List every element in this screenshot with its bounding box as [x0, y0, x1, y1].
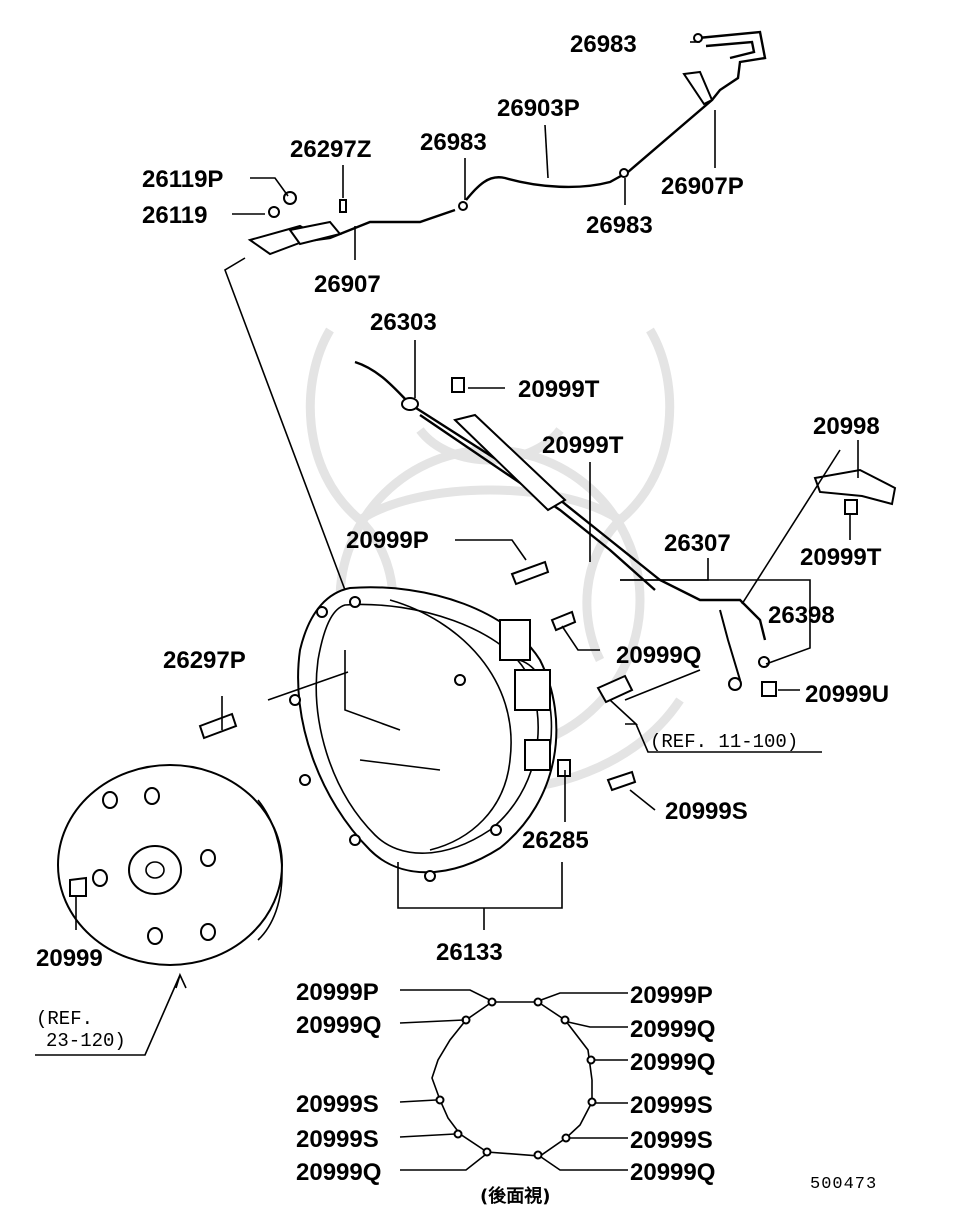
- ref-11-100: (REF. 11-100): [650, 731, 798, 753]
- label-20999S: 20999S: [665, 798, 748, 825]
- label-20999: 20999: [36, 945, 103, 972]
- label-26907: 26907: [314, 271, 381, 298]
- label-26398: 26398: [768, 602, 835, 629]
- rear-right-label-4: 20999S: [630, 1092, 713, 1119]
- label-20998: 20998: [813, 413, 880, 440]
- ref-23-120-line1: (REF.: [36, 1008, 93, 1030]
- label-20999T-bracket: 20999T: [800, 544, 882, 571]
- rear-left-label-1: 20999P: [296, 979, 379, 1006]
- label-20999Q: 20999Q: [616, 642, 701, 669]
- label-26983-top: 26983: [570, 31, 637, 58]
- label-26303: 26303: [370, 309, 437, 336]
- label-26903P: 26903P: [497, 95, 580, 122]
- rear-right-label-6: 20999Q: [630, 1159, 715, 1186]
- label-26297Z: 26297Z: [290, 136, 371, 163]
- rear-view-bolt-layout: 20999P 20999Q 20999S 20999S 20999Q 20999…: [296, 979, 715, 1207]
- label-20999P: 20999P: [346, 527, 429, 554]
- rear-left-label-5: 20999Q: [296, 1159, 381, 1186]
- label-26983-left: 26983: [420, 129, 487, 156]
- label-20999T-middle: 20999T: [542, 432, 624, 459]
- rear-right-label-1: 20999P: [630, 982, 713, 1009]
- cooler-pipe-assembly: [247, 30, 767, 256]
- label-26983-right: 26983: [586, 212, 653, 239]
- rear-left-label-4: 20999S: [296, 1126, 379, 1153]
- rear-right-label-5: 20999S: [630, 1127, 713, 1154]
- label-26285: 26285: [522, 827, 589, 854]
- label-26297P: 26297P: [163, 647, 246, 674]
- rear-left-label-3: 20999S: [296, 1091, 379, 1118]
- label-26133: 26133: [436, 939, 503, 966]
- rear-right-label-3: 20999Q: [630, 1049, 715, 1076]
- label-26307: 26307: [664, 530, 731, 557]
- oil-filler-tube: [354, 360, 897, 691]
- part-labels: 26983 26903P 26907P 26983 26983 26297Z 2…: [36, 31, 889, 1052]
- transmission-case: [289, 586, 558, 882]
- label-26907P: 26907P: [661, 173, 744, 200]
- drawing-code: 500473: [810, 1175, 877, 1194]
- rear-right-label-2: 20999Q: [630, 1016, 715, 1043]
- rear-left-label-2: 20999Q: [296, 1012, 381, 1039]
- torque-converter: [57, 764, 283, 966]
- label-26119: 26119: [142, 202, 207, 229]
- label-20999U: 20999U: [805, 681, 889, 708]
- rear-view-caption: (後面視): [480, 1185, 550, 1207]
- label-20999T-upper: 20999T: [518, 376, 600, 403]
- ref-23-120-line2: 23-120): [46, 1030, 126, 1052]
- leader-lines: [35, 41, 859, 1056]
- case-fasteners: [198, 560, 777, 792]
- label-26119P: 26119P: [142, 166, 223, 193]
